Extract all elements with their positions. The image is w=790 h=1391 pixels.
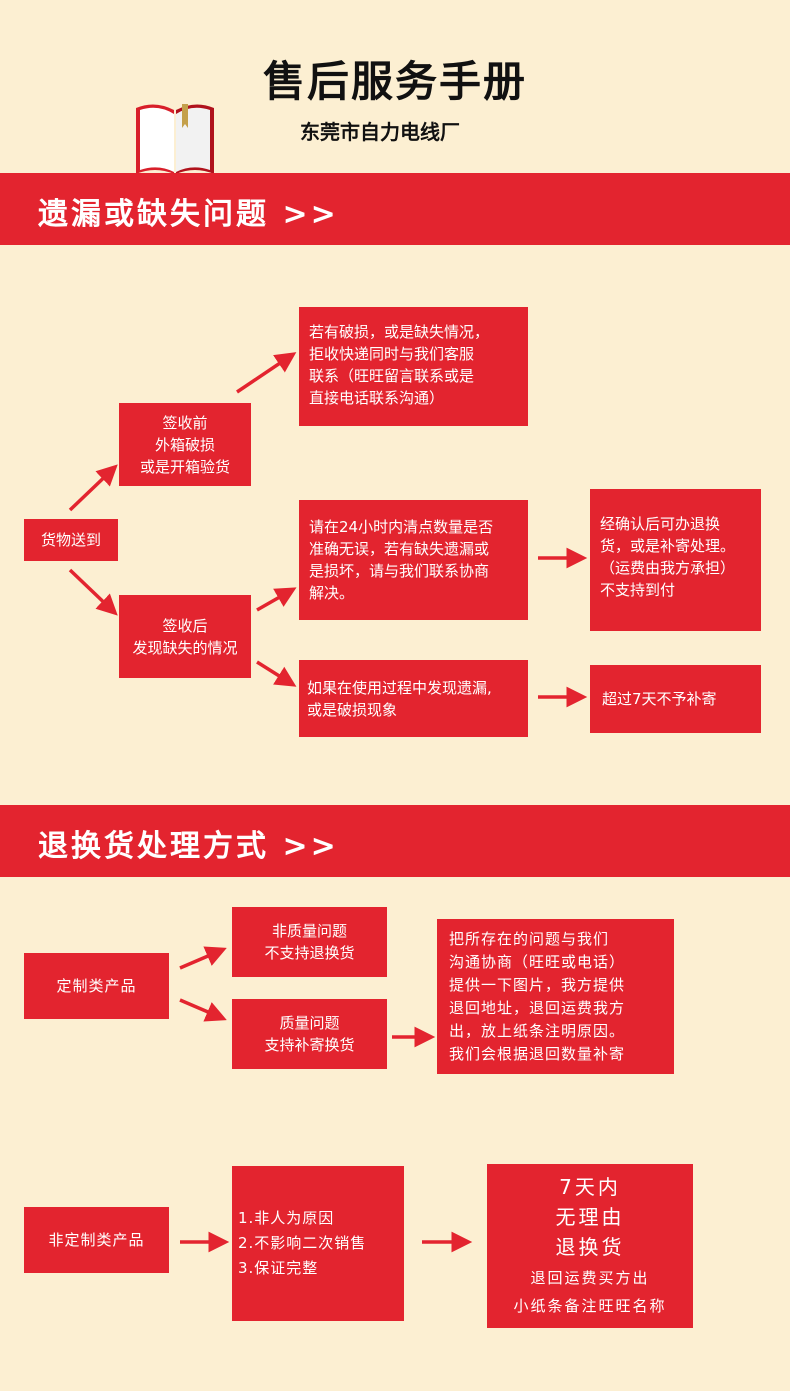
after-sign-action-box: 请在24小时内清点数量是否 准确无误，若有缺失遗漏或 是损坏，请与我们联系协商 … <box>299 500 528 620</box>
non-custom-product-box: 非定制类产品 <box>24 1207 169 1273</box>
return-policy-headline: 7天内 无理由 退换货 <box>555 1175 625 1259</box>
quality-action-box: 把所存在的问题与我们 沟通协商（旺旺或电话） 提供一下图片，我方提供 退回地址，… <box>437 919 674 1074</box>
arrow <box>179 998 227 1022</box>
after-sign-box: 签收后 发现缺失的情况 <box>119 595 251 678</box>
page-title: 售后服务手册 <box>262 57 527 106</box>
no-resend-box: 超过7天不予补寄 <box>590 665 761 733</box>
section-title-missing: 遗漏或缺失问题 >> <box>38 197 339 232</box>
section-banner-return: 退换货处理方式 >> <box>0 805 790 877</box>
company-name: 东莞市自力电线厂 <box>300 120 460 144</box>
arrow <box>179 946 227 970</box>
arrow <box>236 352 297 394</box>
conditions-box: 1.非人为原因 2.不影响二次销售 3.保证完整 <box>232 1166 404 1321</box>
section-banner-missing: 遗漏或缺失问题 >> <box>0 173 790 245</box>
return-policy-note: 退回运费买方出 小纸条备注旺旺名称 <box>513 1269 667 1315</box>
usage-issue-box: 如果在使用过程中发现遗漏, 或是破损现象 <box>299 660 528 737</box>
custom-product-box: 定制类产品 <box>24 953 169 1019</box>
book-icon <box>136 104 214 174</box>
arrow <box>68 464 118 512</box>
arrow <box>256 587 297 612</box>
before-sign-action-box: 若有破损，或是缺失情况， 拒收快递同时与我们客服 联系（旺旺留言联系或是 直接电… <box>299 307 528 426</box>
arrow <box>68 568 118 616</box>
before-sign-box: 签收前 外箱破损 或是开箱验货 <box>119 403 251 486</box>
arrow <box>256 660 297 687</box>
non-quality-box: 非质量问题 不支持退换货 <box>232 907 387 977</box>
section-title-return: 退换货处理方式 >> <box>38 829 339 864</box>
after-sign-result-box: 经确认后可办退换 货，或是补寄处理。 （运费由我方承担） 不支持到付 <box>590 489 761 631</box>
goods-arrived-box: 货物送到 <box>24 519 118 561</box>
return-policy-box: 7天内 无理由 退换货 退回运费买方出 小纸条备注旺旺名称 <box>487 1164 693 1328</box>
quality-box: 质量问题 支持补寄换货 <box>232 999 387 1069</box>
